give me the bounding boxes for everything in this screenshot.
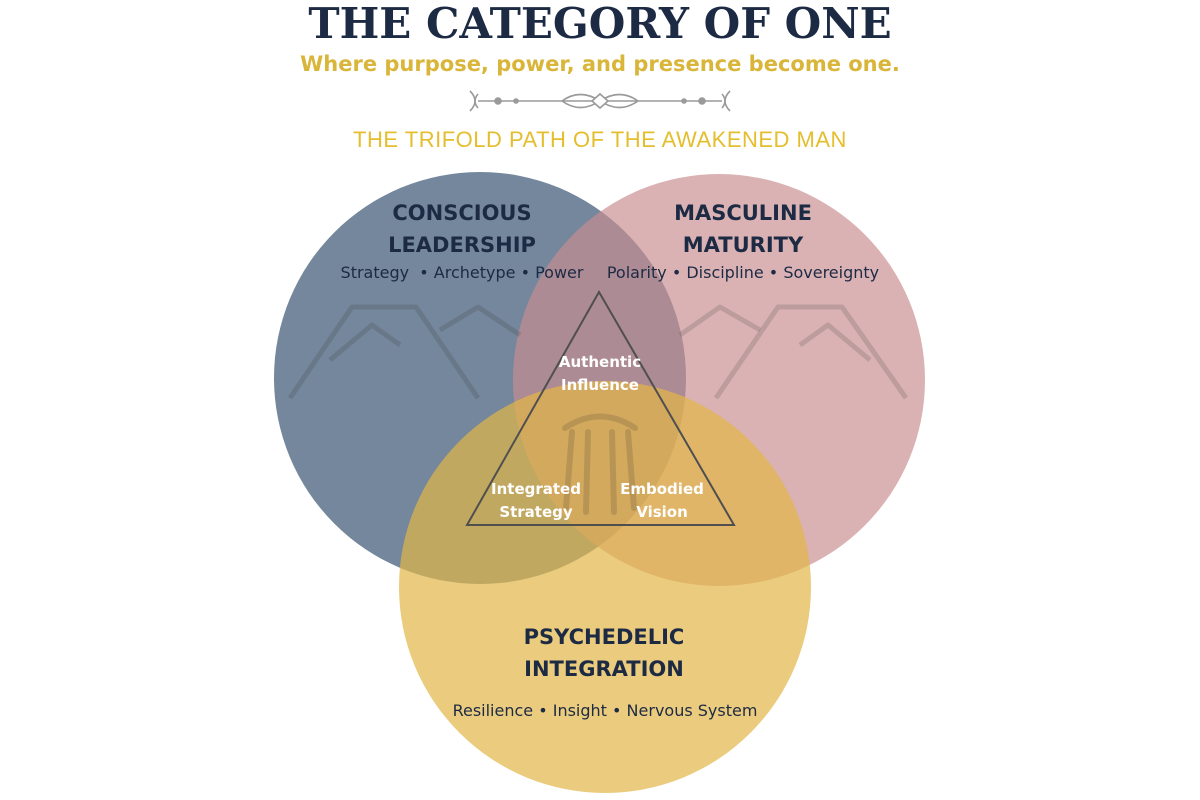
center-emblem-icon [562, 413, 638, 515]
intersection-left-line2: Strategy [499, 503, 573, 521]
intersection-top-line1: Authentic [559, 353, 641, 371]
intersection-right-line2: Vision [636, 503, 688, 521]
flourish-divider-icon [469, 90, 731, 112]
leadership-title-line2: LEADERSHIP [388, 233, 536, 257]
psychedelic-title-line1: PSYCHEDELIC [524, 625, 685, 649]
section-heading: THE TRIFOLD PATH OF THE AWAKENED MAN [353, 127, 847, 152]
psychedelic-title-line2: INTEGRATION [524, 657, 684, 681]
page-subtitle: Where purpose, power, and presence becom… [300, 52, 900, 76]
circle-psychedelic-integration [399, 381, 811, 793]
leadership-title-line1: CONSCIOUS [392, 201, 531, 225]
maturity-title-line2: MATURITY [683, 233, 804, 257]
intersection-left-line1: Integrated [491, 480, 581, 498]
maturity-title-line1: MASCULINE [674, 201, 812, 225]
intersection-top-line2: Influence [561, 376, 639, 394]
maturity-subtitle: Polarity • Discipline • Sovereignty [607, 263, 879, 282]
triangle-emblem-icon [465, 289, 736, 526]
intersection-right-line1: Embodied [620, 480, 704, 498]
mountain-watermark-icon [287, 304, 909, 400]
leadership-subtitle: Strategy • Archetype • Power [341, 263, 584, 282]
page-title: THE CATEGORY OF ONE [308, 0, 891, 48]
psychedelic-subtitle: Resilience • Insight • Nervous System [453, 701, 758, 720]
